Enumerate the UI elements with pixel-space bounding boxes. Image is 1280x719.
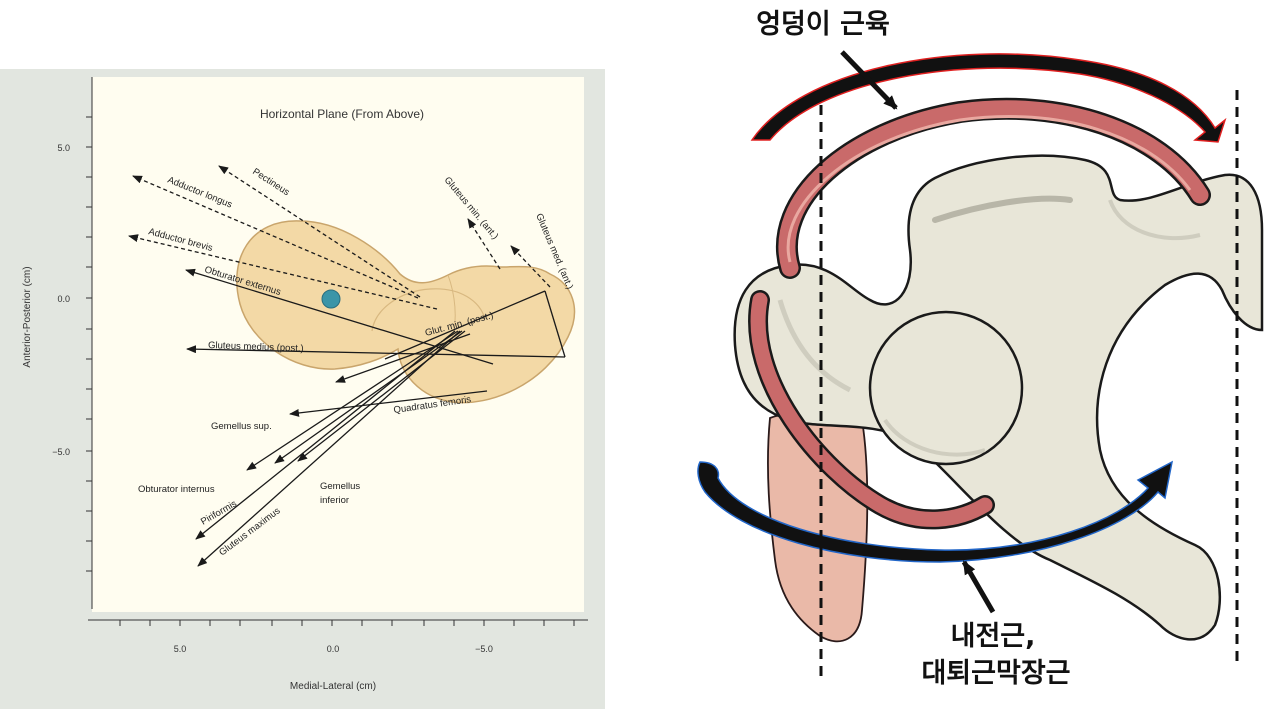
gemellus-sup-line xyxy=(274,330,463,464)
y-tick-label: 0.0 xyxy=(57,294,70,304)
x-axis-label: Medial-Lateral (cm) xyxy=(290,681,376,692)
hip-muscle-moment-arm-diagram: Horizontal Plane (From Above) 5.0 0.0 −5… xyxy=(0,69,605,709)
piriformis-line xyxy=(195,330,456,540)
figure-title: Horizontal Plane (From Above) xyxy=(260,107,424,121)
label-adductors-line2: 대퇴근막장근 xyxy=(921,658,1070,689)
top-label-pointer xyxy=(840,50,898,110)
gluteus-medius-post-line xyxy=(186,345,566,358)
pectineus-line xyxy=(218,165,421,298)
label-hip-muscles: 엉덩이 근육 xyxy=(756,9,890,40)
adductor-longus-line xyxy=(132,175,419,299)
y-axis: 5.0 0.0 −5.0 Anterior-Posterior (cm) xyxy=(22,77,93,609)
gemellus-inferior-line xyxy=(297,330,466,462)
x-tick-label: 5.0 xyxy=(174,644,187,654)
x-tick-label: 0.0 xyxy=(327,644,340,654)
obturator-internus-line xyxy=(246,330,459,471)
x-axis: 5.0 0.0 −5.0 Medial-Lateral (cm) xyxy=(88,619,588,692)
quadratus-femoris-line xyxy=(289,390,488,417)
y-tick-label: −5.0 xyxy=(52,447,70,457)
label-obturator-internus: Obturator internus xyxy=(138,484,215,495)
rotation-axis-marker xyxy=(321,289,341,309)
hip-rotation-illustration: 엉덩이 근육 내전근, 대퇴근막장근 xyxy=(690,0,1280,715)
bottom-label-pointer xyxy=(961,560,996,614)
x-tick-label: −5.0 xyxy=(475,644,493,654)
internal-rotator-lines xyxy=(128,165,551,310)
glut-min-post-fiber xyxy=(384,290,546,360)
top-rotation-arrow xyxy=(750,53,1227,143)
glut-med-fiber xyxy=(544,290,566,358)
gluteus-min-ant-line xyxy=(467,218,501,270)
adductor-brevis-line xyxy=(128,234,438,310)
hip-muscle-band-lower xyxy=(750,292,993,527)
label-adductors-line1: 내전근, xyxy=(951,621,1036,652)
label-gemellus-sup: Gemellus sup. xyxy=(211,421,272,432)
femoral-head xyxy=(868,310,1024,466)
label-gluteus-medius-post: Gluteus medius (post.) xyxy=(208,340,304,354)
femur-cross-section xyxy=(236,220,576,404)
label-gemellus-inferior-1: Gemellus xyxy=(320,481,360,492)
y-axis-label: Anterior-Posterior (cm) xyxy=(22,266,33,367)
external-rotator-lines xyxy=(185,268,566,567)
hip-muscle-band xyxy=(778,100,1209,277)
bottom-rotation-arrow xyxy=(697,460,1174,563)
label-gemellus-inferior-2: inferior xyxy=(320,495,349,506)
gluteus-maximus-line xyxy=(197,330,461,567)
gluteus-med-ant-line xyxy=(510,245,551,288)
y-tick-label: 5.0 xyxy=(57,143,70,153)
